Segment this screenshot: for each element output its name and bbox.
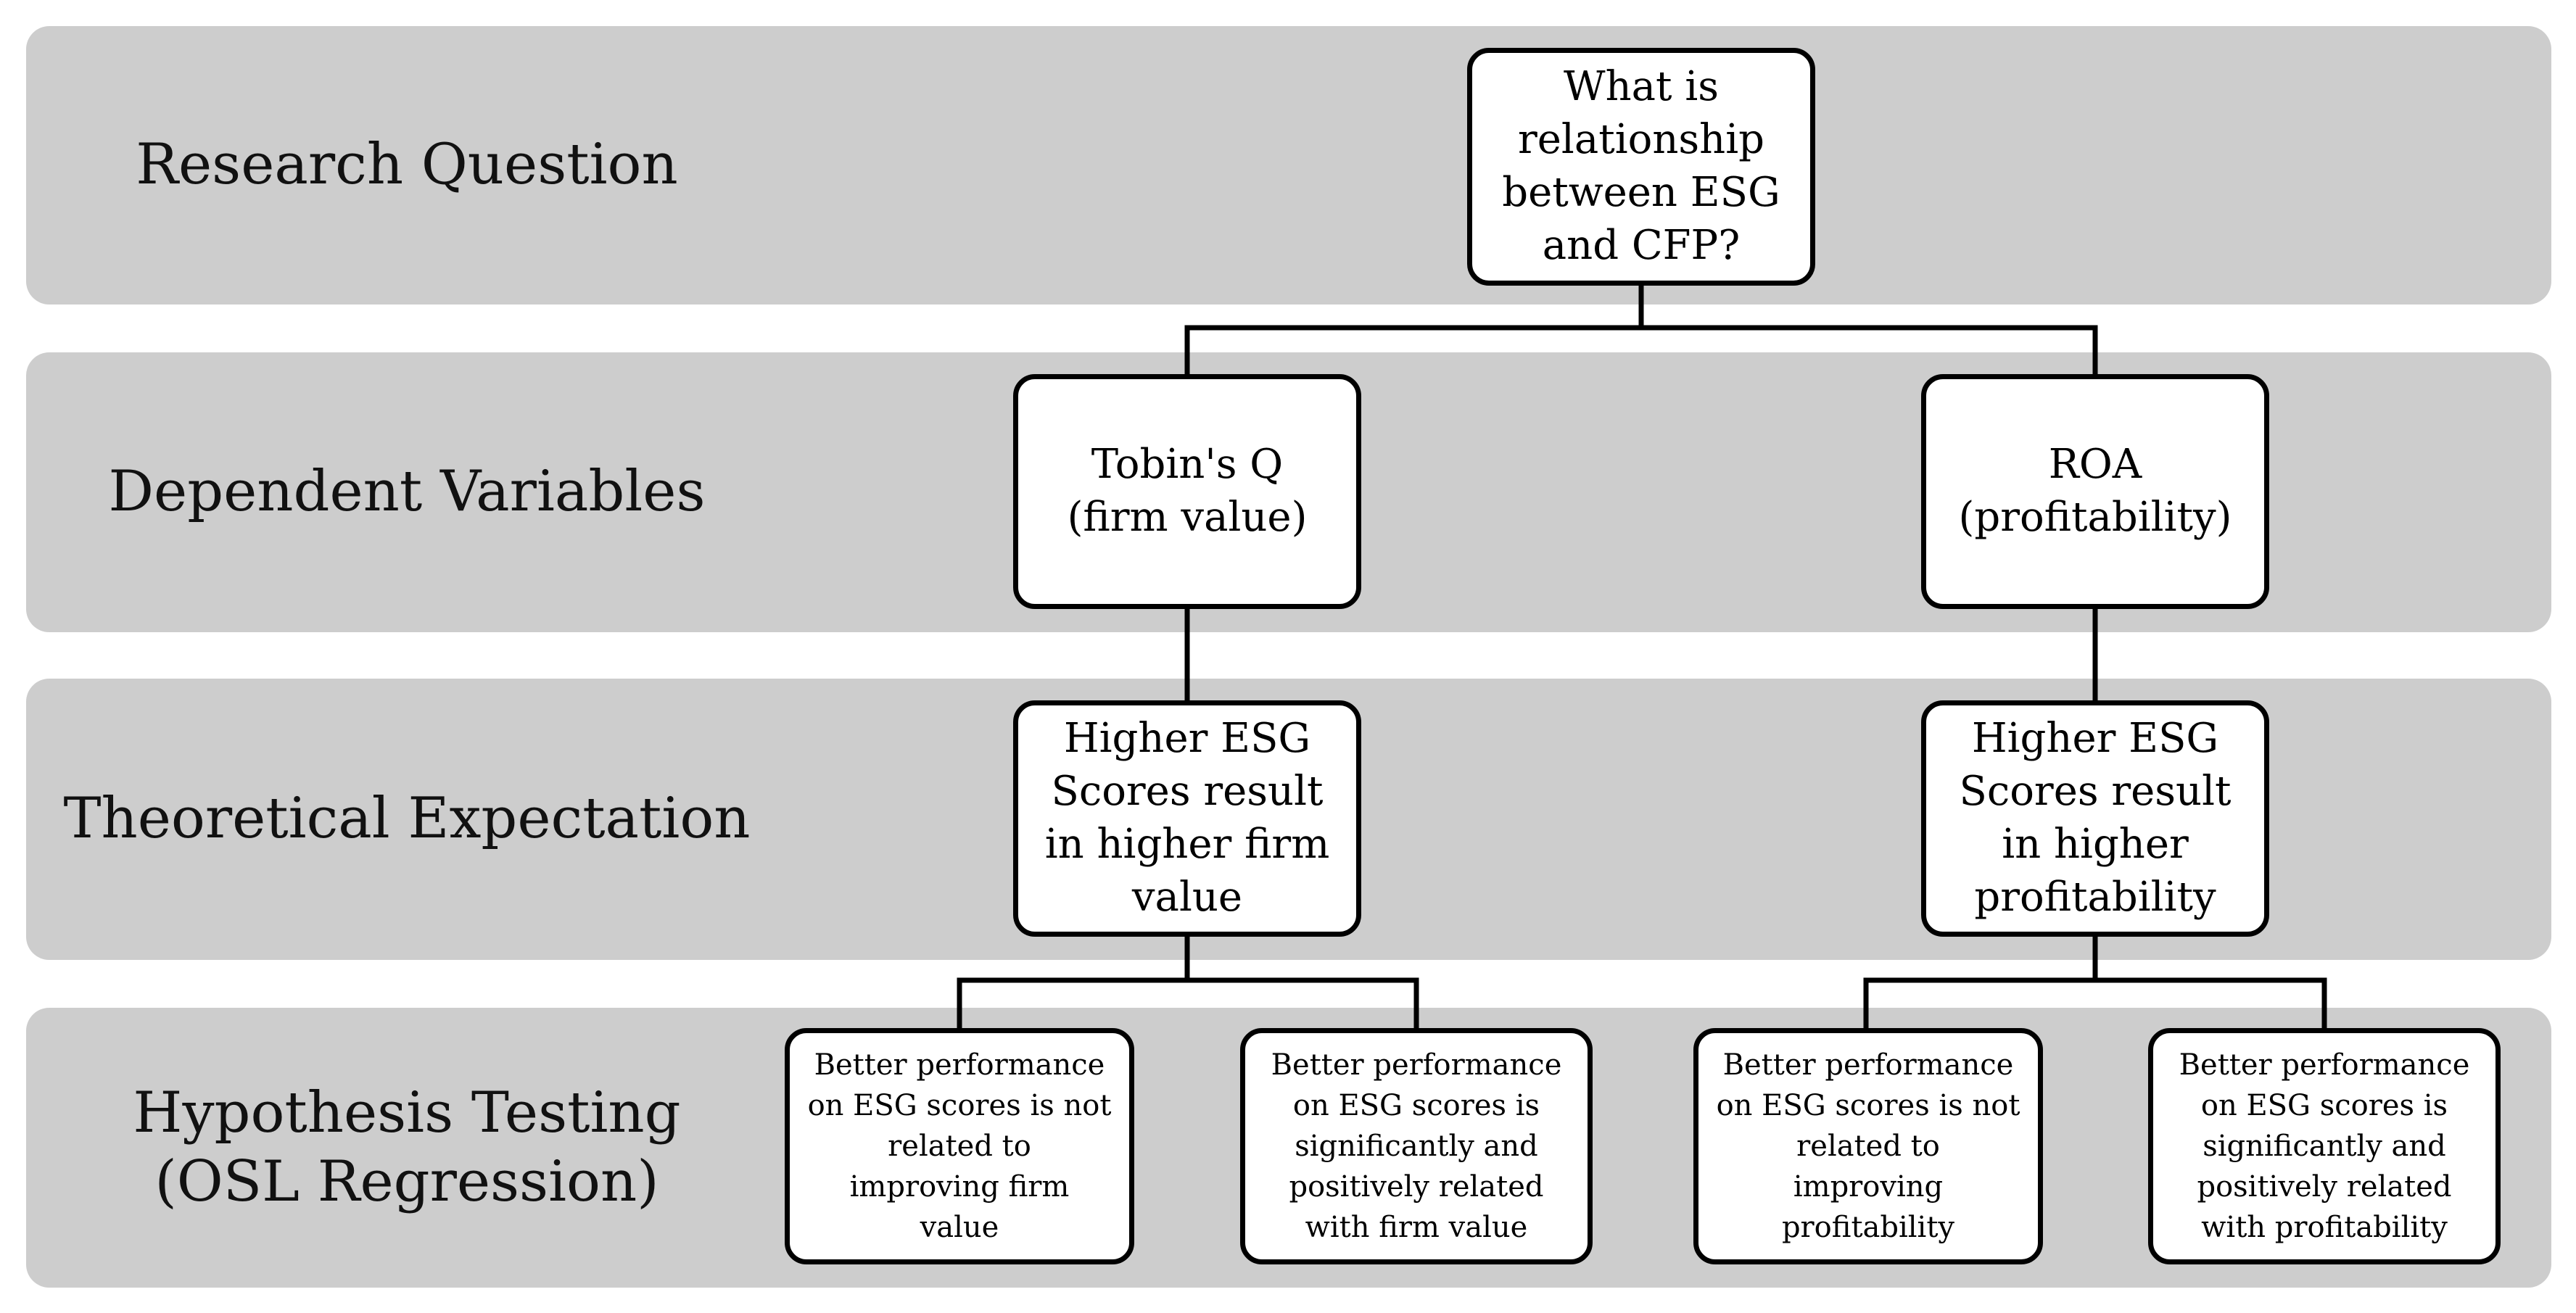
row-label-theoretical-expectation: Theoretical Expectation — [63, 786, 751, 852]
research-question-box: What is relationship between ESG and CFP… — [1467, 48, 1815, 286]
tobins-q-text: Tobin's Q (firm value) — [1067, 441, 1308, 541]
band-research-question — [26, 26, 2551, 305]
expectation-firm-value-box: Higher ESG Scores result in higher firm … — [1013, 700, 1361, 937]
hypothesis-profitability-positive-text: Better performance on ESG scores is sign… — [2179, 1048, 2470, 1244]
hypothesis-firm-value-positive-text: Better performance on ESG scores is sign… — [1271, 1048, 1562, 1244]
roa-box: ROA (profitability) — [1921, 374, 2269, 609]
hypothesis-firm-value-positive-box: Better performance on ESG scores is sign… — [1240, 1028, 1593, 1264]
expectation-firm-value-text: Higher ESG Scores result in higher firm … — [1044, 715, 1330, 921]
hypothesis-profitability-positive-box: Better performance on ESG scores is sign… — [2148, 1028, 2501, 1264]
roa-text: ROA (profitability) — [1958, 441, 2232, 541]
row-label-dependent-variables: Dependent Variables — [108, 459, 706, 525]
hypothesis-firm-value-null-text: Better performance on ESG scores is not … — [807, 1048, 1112, 1244]
research-question-text: What is relationship between ESG and CFP… — [1502, 63, 1780, 269]
hypothesis-profitability-null-box: Better performance on ESG scores is not … — [1693, 1028, 2043, 1264]
row-label-research-question: Research Question — [136, 132, 678, 198]
tobins-q-box: Tobin's Q (firm value) — [1013, 374, 1361, 609]
hypothesis-firm-value-null-box: Better performance on ESG scores is not … — [785, 1028, 1134, 1264]
row-label-hypothesis-testing: Hypothesis Testing (OSL Regression) — [133, 1080, 681, 1214]
expectation-profitability-text: Higher ESG Scores result in higher profi… — [1959, 715, 2232, 921]
hypothesis-profitability-null-text: Better performance on ESG scores is not … — [1716, 1048, 2020, 1244]
expectation-profitability-box: Higher ESG Scores result in higher profi… — [1921, 700, 2269, 937]
